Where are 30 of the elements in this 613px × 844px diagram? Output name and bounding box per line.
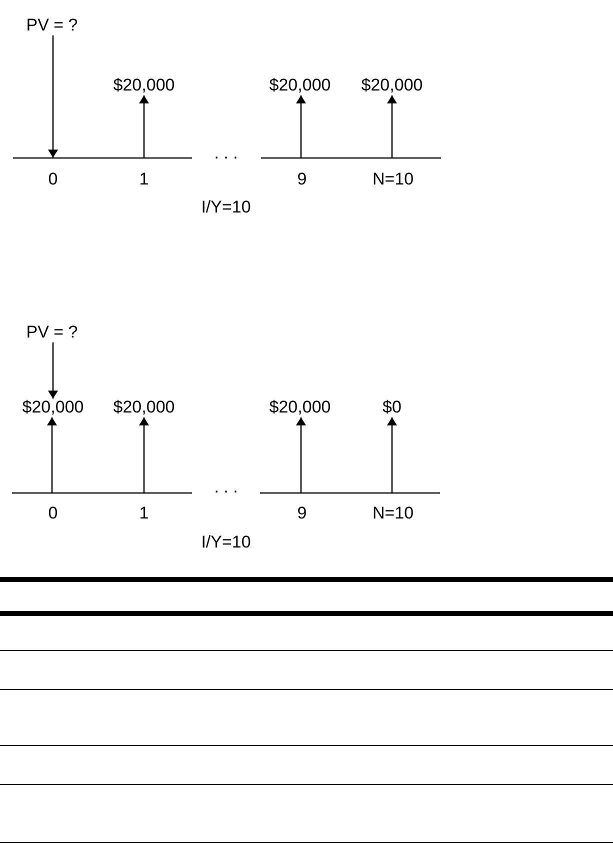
cash-flow-arrow [296, 417, 306, 493]
interest-rate-label: I/Y=10 [201, 198, 251, 218]
cash-flow-arrow [296, 95, 306, 158]
period-label: 9 [297, 504, 307, 524]
cash-flow-amount: $20,000 [361, 76, 423, 96]
period-label: 1 [139, 170, 149, 190]
period-label: 1 [139, 504, 149, 524]
period-label: 0 [48, 170, 58, 190]
cash-flow-arrow [47, 417, 57, 493]
period-label: 0 [48, 504, 58, 524]
period-label: N=10 [372, 170, 414, 190]
interest-rate-label: I/Y=10 [201, 534, 251, 552]
cash-flow-amount: $20,000 [113, 76, 175, 96]
cash-flow-amount: $20,000 [113, 398, 175, 418]
cash-flow-arrow [48, 342, 58, 399]
cash-flow-amount: $20,000 [269, 76, 331, 96]
cash-flow-arrow [139, 95, 149, 158]
period-label: 9 [297, 170, 307, 190]
cash-flow-amount: $20,000 [269, 398, 331, 418]
cash-flow-arrow [387, 95, 397, 158]
cash-flow-arrow [48, 35, 58, 158]
present-value-label: PV = ? [26, 16, 78, 36]
cash-flow-arrow [139, 417, 149, 493]
cash-flow-amount: $20,000 [22, 398, 84, 418]
ellipsis: . . . [214, 478, 238, 498]
cash-flow-arrow [387, 417, 397, 493]
cash-flow-amount: $0 [382, 398, 402, 418]
present-value-label: PV = ? [26, 324, 78, 342]
ellipsis: . . . [214, 144, 238, 164]
period-label: N=10 [372, 504, 414, 524]
